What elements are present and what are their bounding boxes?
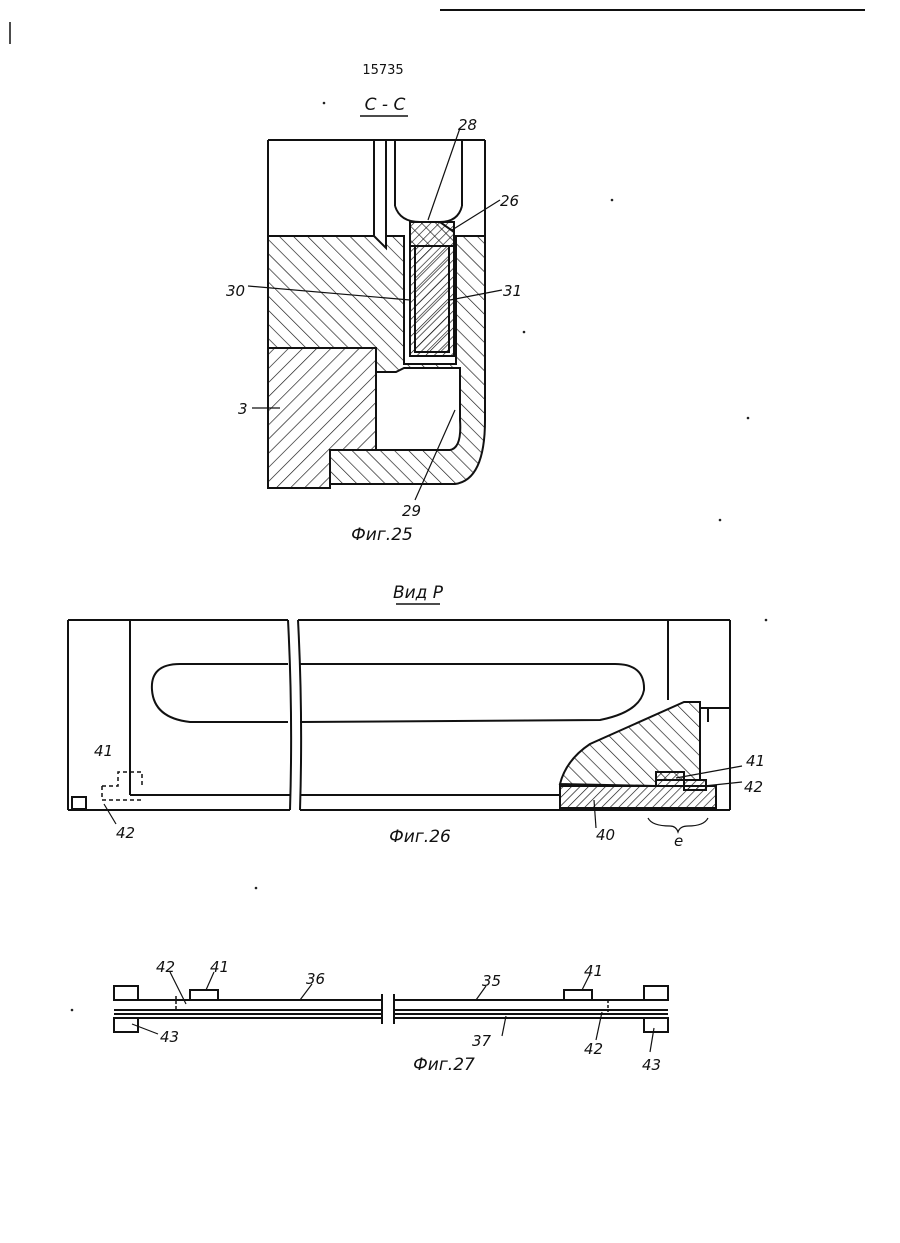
break-line-left bbox=[288, 620, 291, 810]
figure-26: Вид Р bbox=[68, 583, 765, 850]
label-31: 31 bbox=[503, 282, 522, 300]
label-36: 36 bbox=[306, 970, 325, 988]
page-number: 15735 bbox=[362, 63, 403, 78]
brace-e bbox=[648, 818, 708, 832]
section-title-c-c: С - С bbox=[365, 95, 406, 115]
break-line-right bbox=[298, 620, 301, 810]
label-40: 40 bbox=[596, 826, 615, 844]
label-3: 3 bbox=[238, 400, 248, 418]
view-title-p: Вид Р bbox=[393, 583, 444, 603]
part-42-right bbox=[684, 780, 706, 790]
label-42-left: 42 bbox=[116, 824, 135, 842]
label-43-left: 43 bbox=[160, 1028, 179, 1046]
end-block-right-bottom bbox=[644, 1018, 668, 1032]
label-29: 29 bbox=[402, 502, 421, 520]
label-37: 37 bbox=[472, 1032, 492, 1050]
label-41-left: 41 bbox=[94, 742, 113, 760]
end-block-right-top bbox=[644, 986, 668, 1000]
label-30: 30 bbox=[226, 282, 245, 300]
break-marks bbox=[382, 994, 394, 1024]
rails bbox=[114, 1000, 668, 1018]
label-41-left: 41 bbox=[210, 958, 229, 976]
leader-42-left bbox=[104, 804, 116, 824]
leader-26 bbox=[452, 200, 500, 230]
insert-31-inner bbox=[415, 246, 449, 352]
end-block-left-top bbox=[114, 986, 138, 1000]
figure-27: 42 41 36 35 41 43 37 42 43 Фиг.27 bbox=[114, 958, 668, 1075]
figure-27-caption: Фиг.27 bbox=[413, 1055, 475, 1075]
slot-opening bbox=[152, 664, 644, 722]
frame-left bbox=[68, 620, 290, 810]
label-26: 26 bbox=[500, 192, 519, 210]
part-41-left bbox=[190, 990, 218, 1000]
figure-25: С - С 28 26 30 31 3 bbox=[226, 95, 522, 545]
label-42-right: 42 bbox=[744, 778, 763, 796]
label-28: 28 bbox=[458, 116, 477, 134]
label-41-right: 41 bbox=[746, 752, 765, 770]
leader-28 bbox=[428, 128, 460, 220]
label-42-right: 42 bbox=[584, 1040, 603, 1058]
label-e: е bbox=[674, 832, 683, 850]
label-35: 35 bbox=[482, 972, 501, 990]
figure-25-caption: Фиг.25 bbox=[351, 525, 413, 545]
figure-26-caption: Фиг.26 bbox=[389, 827, 451, 847]
label-41-right: 41 bbox=[584, 962, 603, 980]
part-41-right bbox=[656, 772, 684, 786]
dashed-part-41-left bbox=[102, 772, 142, 786]
leader-42-right bbox=[704, 782, 742, 786]
label-42-left: 42 bbox=[156, 958, 175, 976]
leader-42-right bbox=[596, 1012, 602, 1040]
part-41-right bbox=[564, 990, 592, 1000]
label-43-right: 43 bbox=[642, 1056, 661, 1074]
dashed-part-42-left bbox=[102, 786, 142, 800]
